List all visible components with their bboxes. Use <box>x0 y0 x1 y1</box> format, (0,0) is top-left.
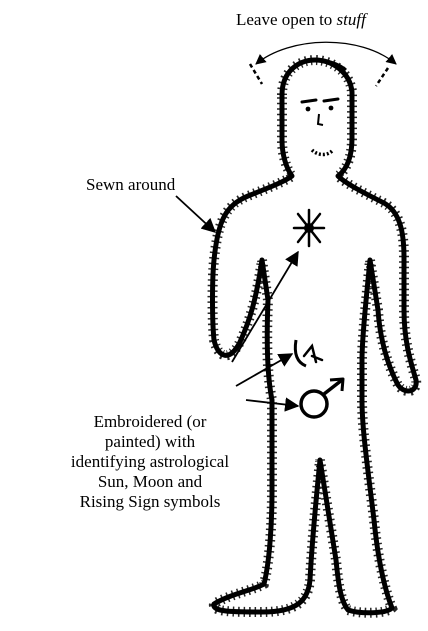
head-opening-marks <box>250 42 396 86</box>
face <box>302 99 338 155</box>
leave-open-label: Leave open to stuff <box>236 10 366 30</box>
leave-open-emphasis: stuff <box>337 10 366 29</box>
sewn-around-label: Sewn around <box>86 175 175 195</box>
star-burst-icon <box>294 210 324 246</box>
embroidered-line: Rising Sign symbols <box>0 492 300 512</box>
moon-glyph-icon <box>295 340 322 366</box>
annotation-arrows <box>176 196 298 406</box>
embroidered-label: Embroidered (or painted) with identifyin… <box>0 412 300 512</box>
body-outline <box>213 60 417 613</box>
embroidered-line: Embroidered (or <box>0 412 300 432</box>
sewn-arrow <box>176 196 215 232</box>
mars-symbol-icon <box>301 379 343 417</box>
embroidered-line: Sun, Moon and <box>0 472 300 492</box>
embroidered-line: identifying astrological <box>0 452 300 472</box>
embroidered-line: painted) with <box>0 432 300 452</box>
leave-open-prefix: Leave open to <box>236 10 337 29</box>
